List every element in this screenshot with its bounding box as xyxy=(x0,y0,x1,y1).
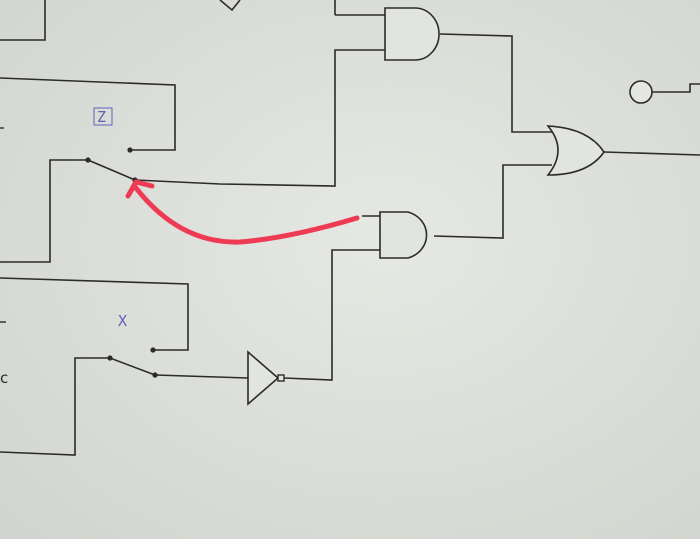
x-switch-lever xyxy=(109,357,156,376)
z-label-frame xyxy=(93,107,113,126)
x-to-not-wire xyxy=(154,374,249,379)
x-switch-label: X xyxy=(118,312,127,330)
x-switch-left-wire xyxy=(0,357,110,456)
output-lamp xyxy=(629,80,653,104)
x-switch-contact xyxy=(150,347,156,353)
x-edge-text: c xyxy=(0,369,8,387)
z-switch-contact xyxy=(127,147,133,153)
red-arrowhead xyxy=(125,179,155,199)
not-gate xyxy=(247,350,280,406)
z-switch-label: Z xyxy=(97,108,106,126)
not-gate-bubble xyxy=(277,374,285,382)
red-annotation-arrow xyxy=(133,185,360,245)
or-output-wire xyxy=(603,151,700,156)
z-switch-lever xyxy=(87,159,136,181)
x-switch-pivot xyxy=(107,355,113,361)
z-switch-left-wire xyxy=(0,159,88,263)
x-switch-top-wire xyxy=(0,277,189,351)
lamp-wire xyxy=(652,83,700,93)
and-gate-top xyxy=(384,7,440,61)
not-to-and2-wire xyxy=(283,249,380,381)
and2-to-or-wire xyxy=(433,164,552,239)
partial-gate-top xyxy=(219,0,241,12)
top-left-wire xyxy=(0,0,46,41)
and-gate-bottom xyxy=(379,211,428,259)
and1-to-or-wire xyxy=(439,33,552,133)
z-to-and1-wire xyxy=(134,49,385,187)
z-switch-pivot xyxy=(85,157,91,163)
z-switch-top-wire xyxy=(0,77,176,151)
or-gate xyxy=(546,125,605,176)
